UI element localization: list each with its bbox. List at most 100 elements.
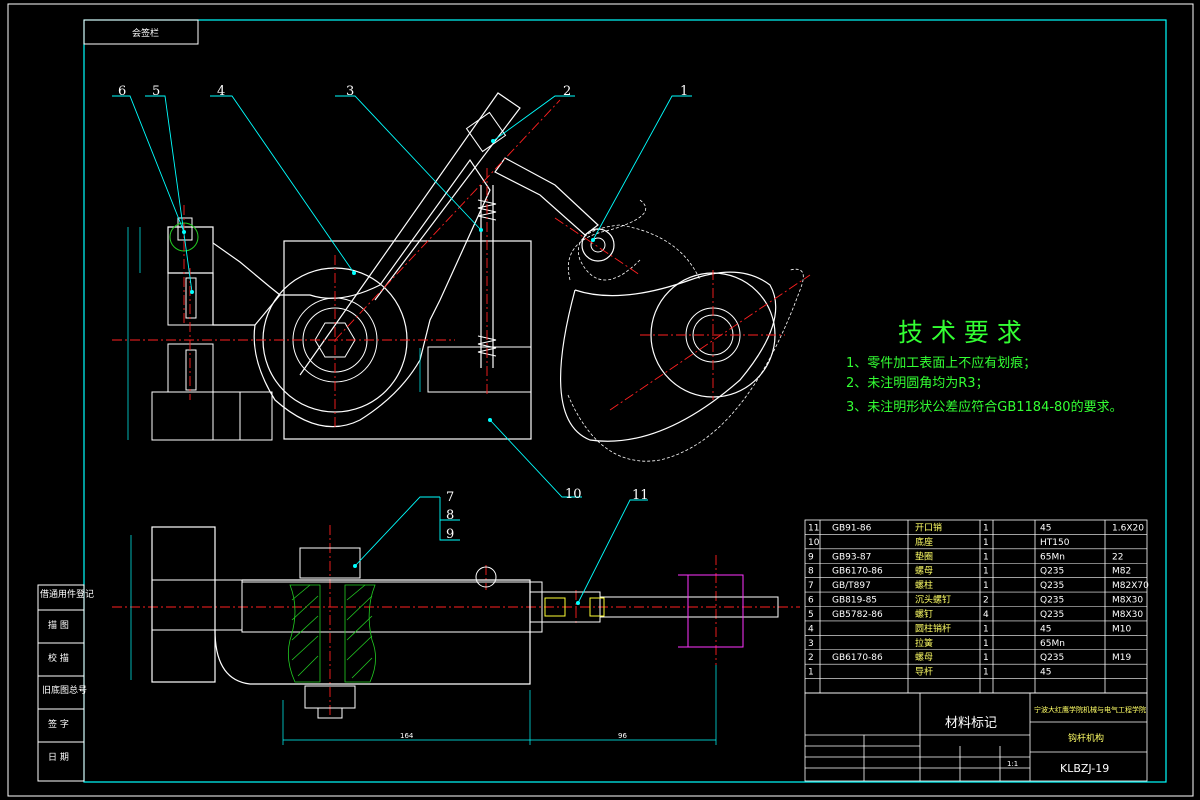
side-signature-strip — [37, 584, 85, 782]
dim-width-2: 96 — [618, 732, 627, 740]
bom-cell-qty: 1 — [983, 624, 989, 634]
corner-box — [83, 19, 199, 45]
drawing-frame — [83, 19, 1167, 783]
bom-cell-std: GB/T897 — [832, 581, 871, 591]
side-label-0: 借通用件登记 — [40, 588, 94, 600]
arm-nut — [465, 111, 507, 153]
bom-cell-name: 圆柱销杆 — [915, 622, 951, 634]
bom-cell-mat: HT150 — [1040, 538, 1070, 548]
bom-cell-no: 10 — [808, 538, 820, 548]
outer-border — [7, 3, 1194, 797]
long-arm — [299, 92, 521, 376]
bom-cell-mat: Q235 — [1040, 567, 1064, 577]
bom-cell-mat: Q235 — [1040, 581, 1064, 591]
drawing-name: 钩杆机构 — [1068, 732, 1104, 744]
bom-cell-no: 6 — [808, 596, 814, 606]
bom-cell-no: 1 — [808, 668, 814, 678]
tech-req-item-3: 3、未注明形状公差应符合GB1184-80的要求。 — [846, 399, 1123, 415]
bom-cell-note: M10 — [1112, 624, 1131, 634]
bom-cell-qty: 1 — [983, 668, 989, 678]
bom-cell-qty: 1 — [983, 523, 989, 533]
cam-outline — [560, 271, 777, 442]
bom-cell-qty: 1 — [983, 653, 989, 663]
bom-cell-no: 8 — [808, 567, 814, 577]
bom-cell-std: GB93-87 — [832, 552, 871, 562]
school-name: 宁波大红鹰学院机械与电气工程学院 — [1034, 705, 1146, 714]
side-label-1: 描 图 — [48, 619, 69, 631]
center-lines — [112, 99, 811, 715]
balloon-7: 7 — [446, 490, 454, 505]
dim-width-1: 164 — [400, 732, 414, 740]
bom-cell-note: M82X70 — [1112, 581, 1149, 591]
material-mark: 材料标记 — [945, 716, 997, 731]
corner-label: 会签栏 — [132, 27, 159, 39]
top-view — [151, 526, 779, 719]
bom-cell-qty: 1 — [983, 567, 989, 577]
drawing-scale: 1:1 — [1007, 760, 1018, 768]
bom-cell-name: 螺母 — [915, 566, 933, 577]
side-label-3: 旧底图总号 — [42, 684, 87, 696]
bom-cell-name: 底座 — [915, 536, 933, 548]
bom-cell-no: 2 — [808, 653, 814, 663]
bom-cell-no: 4 — [808, 624, 814, 634]
balloon-5: 5 — [152, 84, 160, 99]
bom-cell-qty: 4 — [983, 610, 989, 620]
bom-cell-name: 垫圈 — [915, 550, 933, 562]
bom-cell-note: M19 — [1112, 653, 1131, 663]
bom-cell-mat: 45 — [1040, 523, 1051, 533]
bom-cell-qty: 1 — [983, 538, 989, 548]
bom-cell-no: 11 — [808, 523, 819, 533]
bom-cell-qty: 1 — [983, 581, 989, 591]
bom-cell-mat: Q235 — [1040, 653, 1064, 663]
bom-cell-mat: 65Mn — [1040, 552, 1065, 562]
base-slot — [427, 346, 532, 393]
bom-cell-note: M8X30 — [1112, 610, 1143, 620]
phantom-part — [678, 574, 744, 648]
bom-cell-std: GB5782-86 — [832, 610, 883, 620]
bom-cell-no: 3 — [808, 639, 814, 649]
top-body — [214, 579, 531, 685]
balloon-11: 11 — [632, 488, 649, 503]
drawing-number: KLBZJ-19 — [1060, 762, 1109, 775]
section-hatch — [287, 584, 376, 683]
bom-cell-std: GB819-85 — [832, 596, 877, 606]
side-label-5: 日 期 — [48, 752, 69, 763]
bom-cell-std: GB6170-86 — [832, 653, 883, 663]
bom-cell-mat: 65Mn — [1040, 639, 1065, 649]
bom-cell-note: 1.6X20 — [1112, 523, 1144, 533]
leader-dots — [182, 139, 595, 605]
bom-cell-name: 导杆 — [915, 666, 933, 678]
bom-cell-no: 7 — [808, 581, 814, 591]
bom-cell-no: 9 — [808, 552, 814, 562]
bom-cell-mat: Q235 — [1040, 610, 1064, 620]
balloon-1: 1 — [680, 84, 688, 99]
tech-req-item-2: 2、未注明圆角均为R3； — [846, 376, 989, 391]
top-nut — [299, 547, 361, 579]
dimensions — [127, 227, 717, 745]
bom-cell-note: 22 — [1112, 552, 1123, 562]
spring-lower — [477, 335, 497, 357]
side-label-2: 校 描 — [48, 652, 69, 664]
front-view — [151, 92, 804, 462]
leader-lines — [112, 95, 692, 604]
bom-cell-qty: 1 — [983, 639, 989, 649]
angled-link — [494, 157, 599, 236]
bom-cell-std: GB91-86 — [832, 523, 872, 533]
bom-cell-note: M8X30 — [1112, 596, 1143, 606]
bom-cell-note: M82 — [1112, 567, 1131, 577]
bom-cell-name: 沉头螺钉 — [915, 595, 951, 606]
top-bracket — [151, 526, 216, 683]
bom-cell-mat: Q235 — [1040, 596, 1064, 606]
balloon-9: 9 — [446, 527, 454, 542]
balloon-numbers: 1 2 3 4 5 6 7 8 9 10 11 — [118, 84, 688, 542]
balloon-4: 4 — [217, 84, 225, 99]
balloon-10: 10 — [565, 487, 582, 502]
balloon-6: 6 — [118, 84, 126, 99]
bom-cell-mat: 45 — [1040, 668, 1051, 678]
balloon-8: 8 — [446, 508, 454, 523]
bom-cell-name: 螺柱 — [915, 579, 933, 591]
balloon-3: 3 — [346, 84, 354, 99]
